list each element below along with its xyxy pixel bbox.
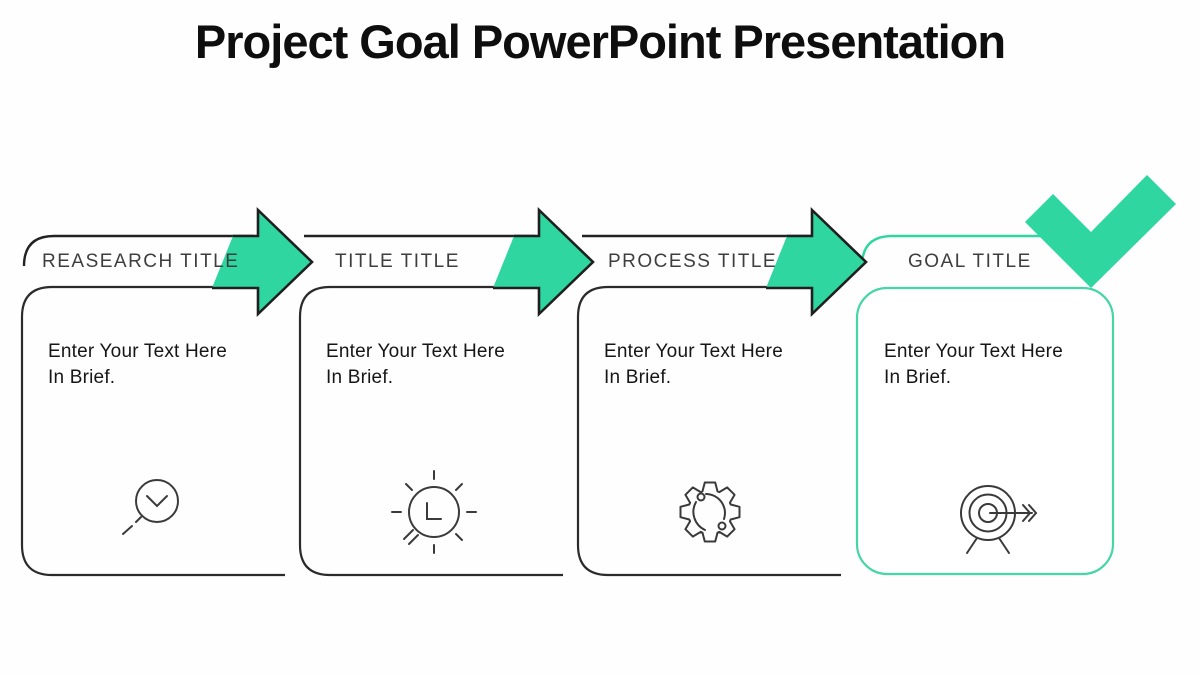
card-outline-process <box>576 285 841 577</box>
arrow-right-icon <box>766 206 868 318</box>
stage-body-process: Enter Your Text Here In Brief. <box>604 341 783 388</box>
arrow-right-icon <box>493 206 595 318</box>
stage-body-title: Enter Your Text Here In Brief. <box>326 341 505 388</box>
magnifier-chevron-icon <box>122 479 179 535</box>
card-outline-title <box>298 285 563 577</box>
card-outline-research <box>20 285 285 577</box>
stage-title-goal: GOAL TITLE <box>908 251 1032 272</box>
lightbulb-clock-icon <box>391 470 477 554</box>
stage-body-research: Enter Your Text Here In Brief. <box>48 341 227 388</box>
card-outline-goal <box>855 286 1115 576</box>
stage-body-goal: Enter Your Text Here In Brief. <box>884 341 1063 388</box>
header-line-research <box>22 234 254 267</box>
checkmark-icon <box>1025 175 1176 288</box>
arrow-right-icon <box>212 206 314 318</box>
target-arrow-icon <box>960 485 1038 554</box>
stage-title-title: TITLE TITLE <box>335 251 460 272</box>
gear-process-icon <box>679 481 741 543</box>
stage-title-process: PROCESS TITLE <box>608 251 778 272</box>
slide-title: Project Goal PowerPoint Presentation <box>194 15 1006 68</box>
stage-title-research: REASEARCH TITLE <box>42 251 240 272</box>
